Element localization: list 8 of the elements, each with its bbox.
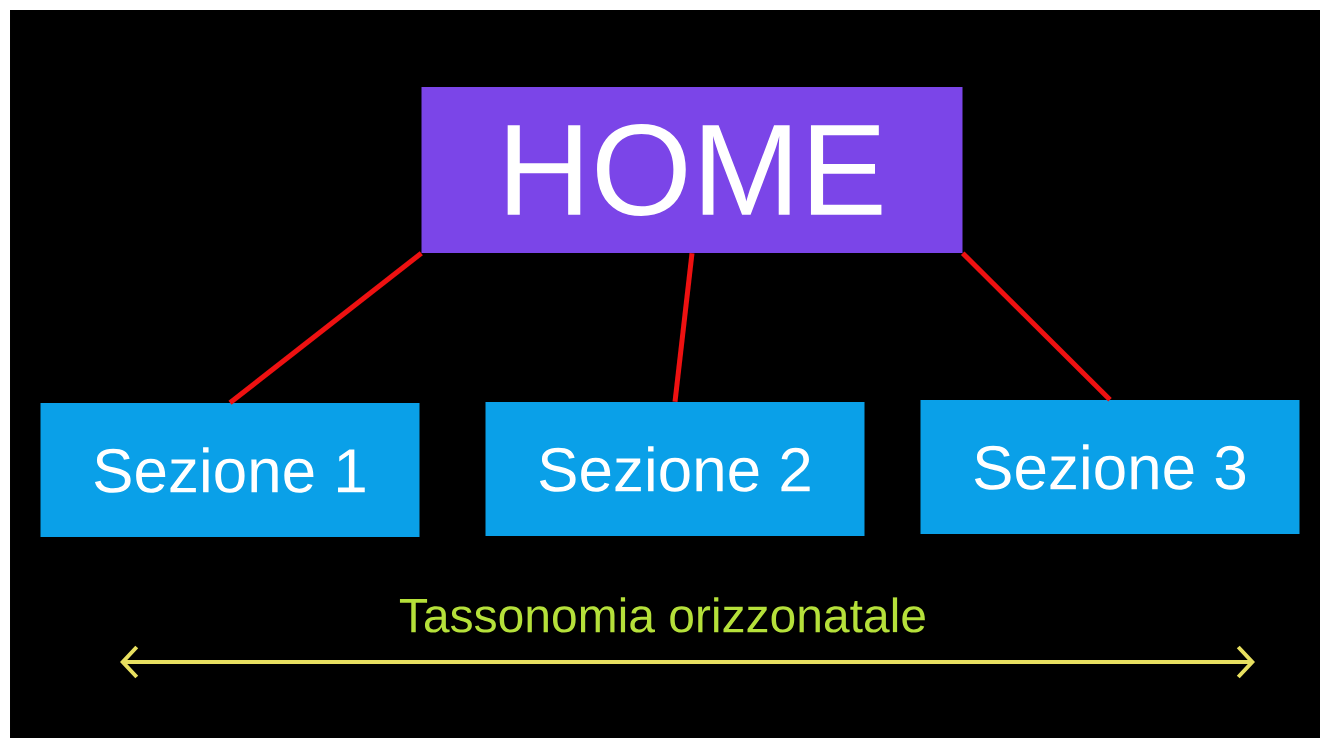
axis-label: Tassonomia orizzonatale [399, 597, 925, 633]
connector-line [228, 251, 423, 405]
section-box: Sezione 1 [40, 403, 420, 537]
section-box: Sezione 2 [485, 402, 865, 536]
home-box: HOME [421, 87, 963, 253]
connector-line [672, 252, 695, 403]
connector-line [960, 251, 1112, 402]
section-box: Sezione 3 [920, 400, 1300, 534]
